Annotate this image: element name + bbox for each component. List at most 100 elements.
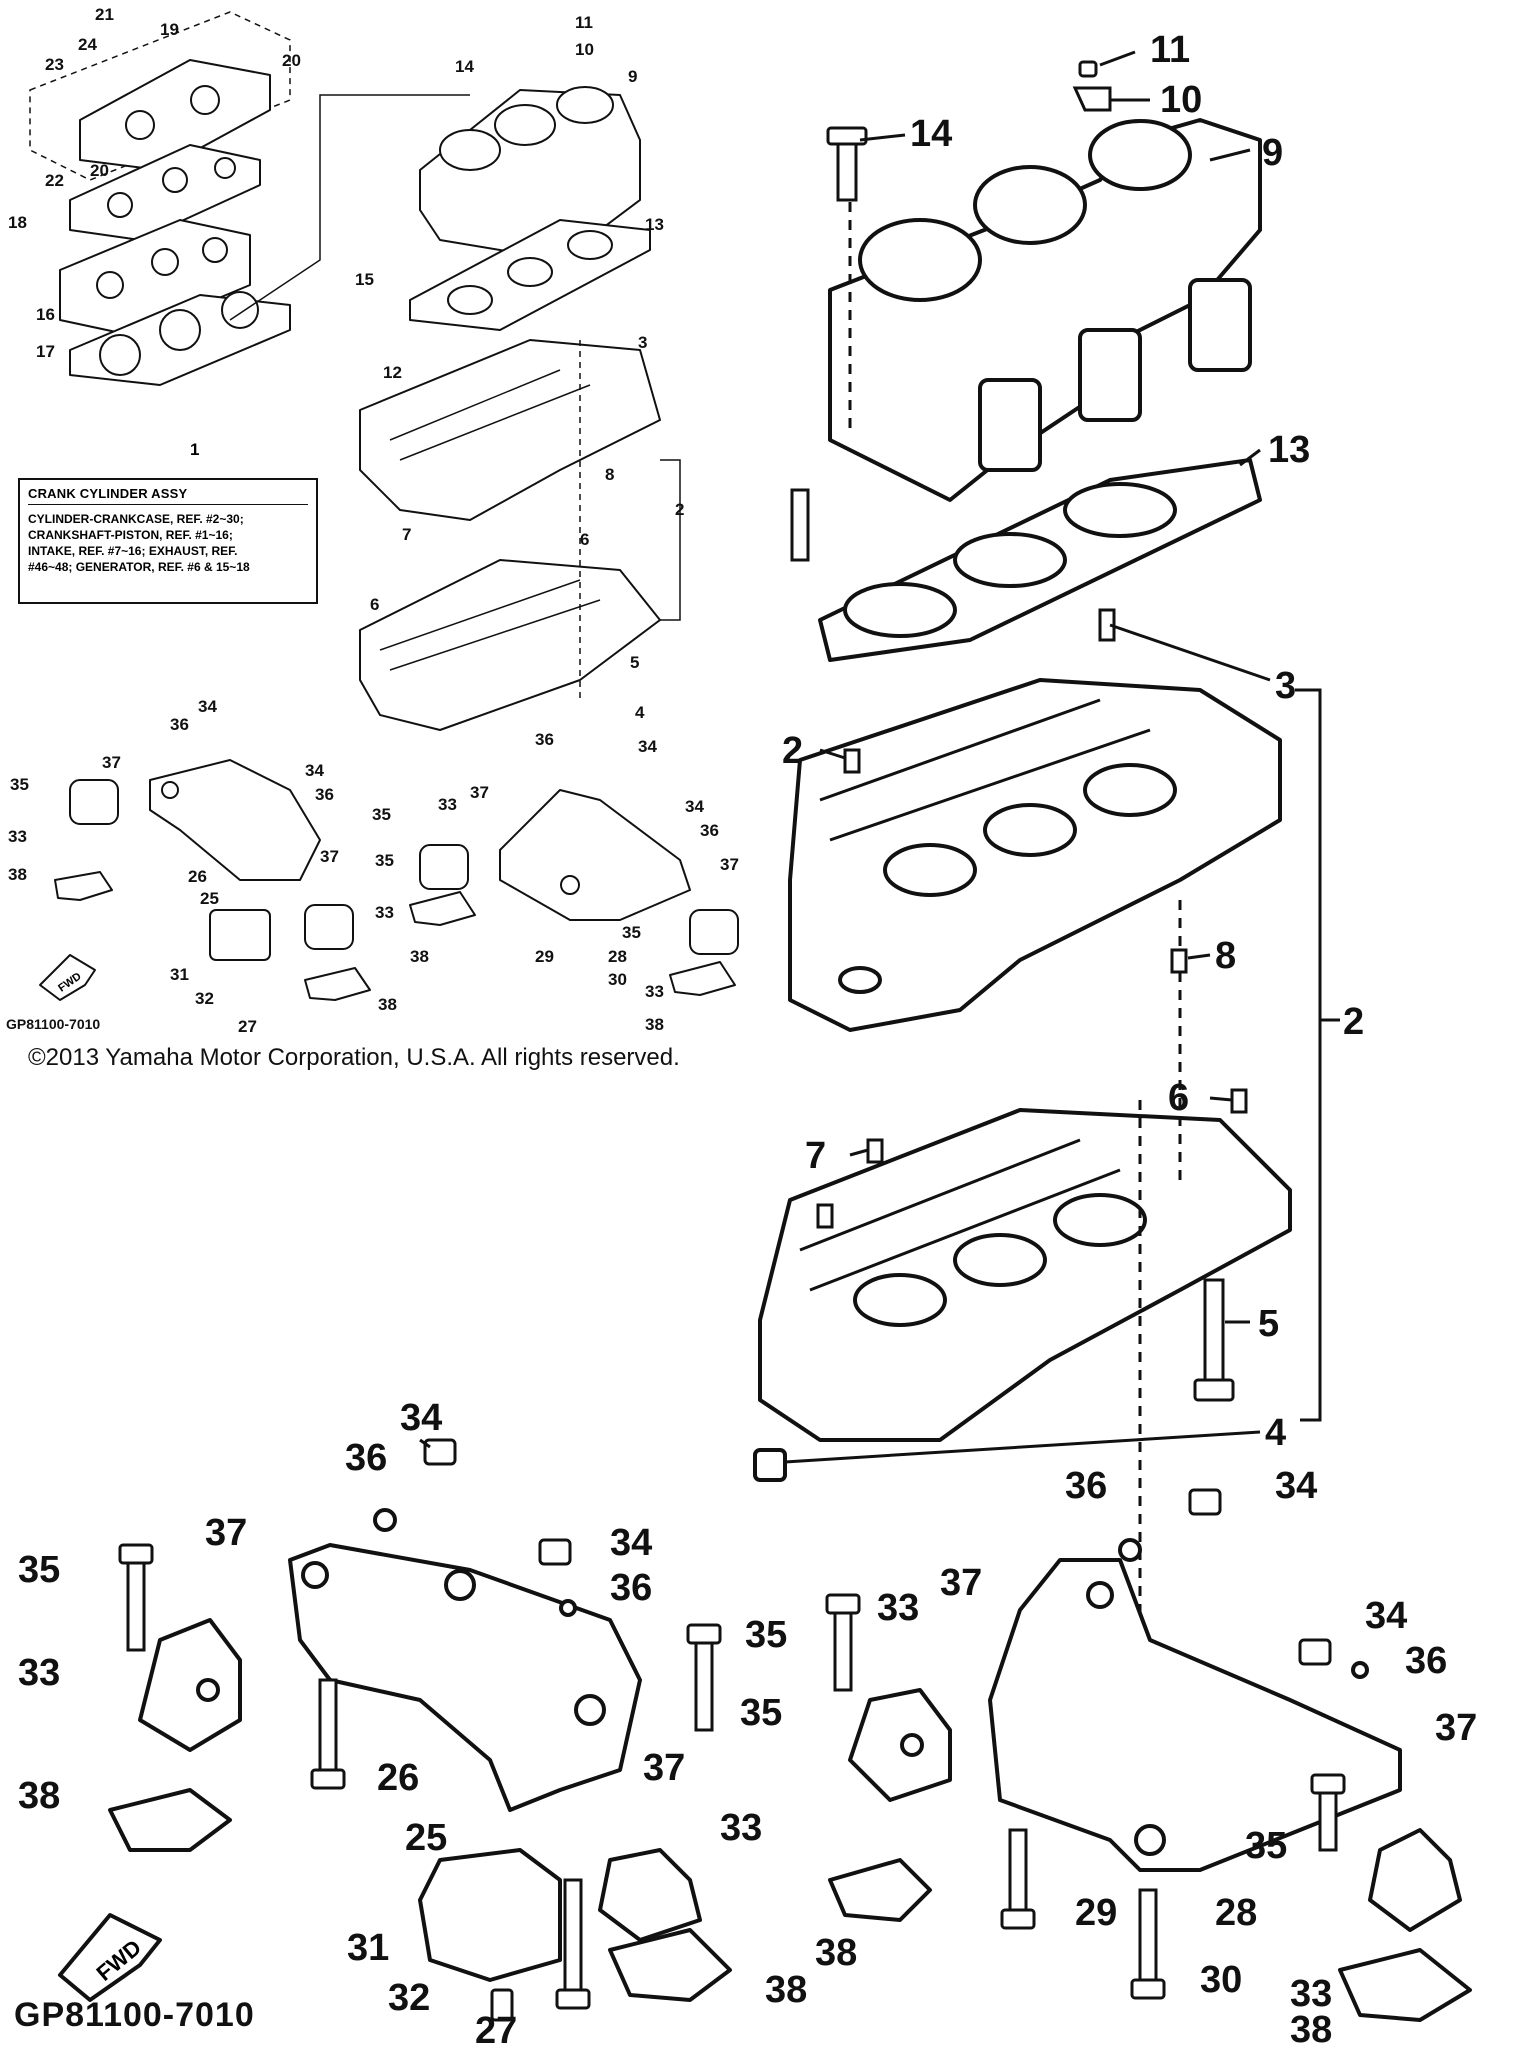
callout-7: 7 <box>805 1135 826 1177</box>
callout-35: 35 <box>740 1692 782 1734</box>
callout-26: 26 <box>188 867 207 886</box>
callout-30: 30 <box>608 970 627 989</box>
callout-33: 33 <box>8 827 27 846</box>
callout-10: 10 <box>575 40 594 59</box>
callout-13: 13 <box>1268 429 1310 471</box>
washer-36c <box>559 1599 577 1617</box>
bolt-35a <box>126 1558 146 1652</box>
assembly-line-1: CYLINDER-CRANKCASE, REF. #2~30; <box>28 512 244 526</box>
callout-36: 36 <box>1405 1640 1447 1682</box>
callout-37: 37 <box>470 783 489 802</box>
assembly-line-3: INTAKE, REF. #7~16; EXHAUST, REF. <box>28 544 238 558</box>
dowel-pin-6 <box>1230 1088 1248 1114</box>
bolt-34c <box>1188 1488 1222 1516</box>
bolt-34d <box>1298 1638 1332 1666</box>
callout-2: 2 <box>782 730 803 772</box>
dowel-pin-6b <box>816 1203 834 1229</box>
rear-engine-mount-28 <box>988 1558 1402 1872</box>
callout-12: 12 <box>383 363 402 382</box>
clip-10 <box>1072 86 1112 112</box>
assembly-item-number: 1 <box>190 440 200 459</box>
callout-27: 27 <box>238 1017 257 1036</box>
inset-rubber-mount-d <box>689 909 739 955</box>
callout-17: 17 <box>36 342 55 361</box>
main-callout-labels: 11 10 14 9 13 3 2 8 7 2 6 5 4 34 36 35 3… <box>18 29 1477 2048</box>
inset-callout-labels: 21 19 24 23 20 20 22 18 16 17 11 10 14 9… <box>8 5 739 1036</box>
washer-36b <box>1118 1538 1142 1562</box>
callout-6: 6 <box>370 595 379 614</box>
callout-29: 29 <box>1075 1892 1117 1934</box>
bolt-11 <box>1078 60 1098 78</box>
callout-35: 35 <box>18 1549 60 1591</box>
inset-fwd-arrow-icon <box>39 954 96 1001</box>
inset-plate-a <box>54 871 113 901</box>
callout-36: 36 <box>1065 1465 1107 1507</box>
inset-plate-c <box>409 891 476 926</box>
callout-32: 32 <box>388 1977 430 2019</box>
callout-35: 35 <box>375 851 394 870</box>
callout-31: 31 <box>170 965 189 984</box>
callout-27: 27 <box>475 2010 517 2048</box>
callout-38: 38 <box>8 865 27 884</box>
callout-11: 11 <box>1150 29 1190 71</box>
assembly-title: CRANK CYLINDER ASSY <box>28 486 308 505</box>
bolt-27 <box>563 1878 583 2002</box>
inset-lower-crankcase <box>359 559 661 731</box>
callout-4: 4 <box>1265 1412 1286 1454</box>
callout-34: 34 <box>685 797 704 816</box>
callout-25: 25 <box>200 889 219 908</box>
washer-36d <box>1351 1661 1369 1679</box>
inset-diagram: FWD <box>29 11 739 1001</box>
callout-20: 20 <box>282 51 301 70</box>
bolt-29 <box>1008 1828 1028 1922</box>
callout-34: 34 <box>610 1522 652 1564</box>
callout-34: 34 <box>638 737 657 756</box>
assembly-line-4: #46~48; GENERATOR, REF. #6 & 15~18 <box>28 560 250 574</box>
plate-38c <box>828 1858 932 1922</box>
inset-rubber-mount-c <box>419 844 469 890</box>
callout-8: 8 <box>1215 935 1236 977</box>
callout-8: 8 <box>605 465 614 484</box>
callout-33: 33 <box>438 795 457 814</box>
bolt-35b <box>694 1638 714 1732</box>
callout-23: 23 <box>45 55 64 74</box>
callout-7: 7 <box>402 525 411 544</box>
callout-9: 9 <box>628 67 637 86</box>
callout-38: 38 <box>1290 2009 1332 2048</box>
callout-29: 29 <box>535 947 554 966</box>
callout-38: 38 <box>815 1932 857 1974</box>
callout-16: 16 <box>36 305 55 324</box>
callout-37: 37 <box>205 1512 247 1554</box>
callout-5: 5 <box>630 653 639 672</box>
callout-15: 15 <box>355 270 374 289</box>
callout-10: 10 <box>1160 79 1202 121</box>
bolt-35c <box>833 1608 853 1692</box>
callout-26: 26 <box>377 1757 419 1799</box>
callout-6: 6 <box>580 530 589 549</box>
exhaust-port-3 <box>1188 278 1252 372</box>
main-diagram <box>108 50 1472 2022</box>
callout-35: 35 <box>745 1614 787 1656</box>
callout-36: 36 <box>315 785 334 804</box>
callout-21: 21 <box>95 5 114 24</box>
dowel-pin-7 <box>866 1138 884 1164</box>
callout-36: 36 <box>345 1437 387 1479</box>
inset-upper-crankcase <box>359 339 661 521</box>
inset-cylinder-cover <box>79 59 271 171</box>
bolt-30 <box>1138 1888 1158 1992</box>
dowel-pin-2 <box>843 748 861 774</box>
inset-plate-b <box>304 967 371 1001</box>
callout-38: 38 <box>765 1969 807 2011</box>
inset-rear-mount-28 <box>499 789 691 921</box>
callout-28: 28 <box>608 947 627 966</box>
inset-electrical-box-31 <box>209 909 271 961</box>
callout-36: 36 <box>170 715 189 734</box>
callout-36: 36 <box>700 821 719 840</box>
callout-37: 37 <box>1435 1707 1477 1749</box>
callout-19: 19 <box>160 20 179 39</box>
exhaust-port-2 <box>1078 328 1142 422</box>
callout-24: 24 <box>78 35 97 54</box>
callout-33: 33 <box>1290 1973 1332 2015</box>
callout-2: 2 <box>675 500 684 519</box>
